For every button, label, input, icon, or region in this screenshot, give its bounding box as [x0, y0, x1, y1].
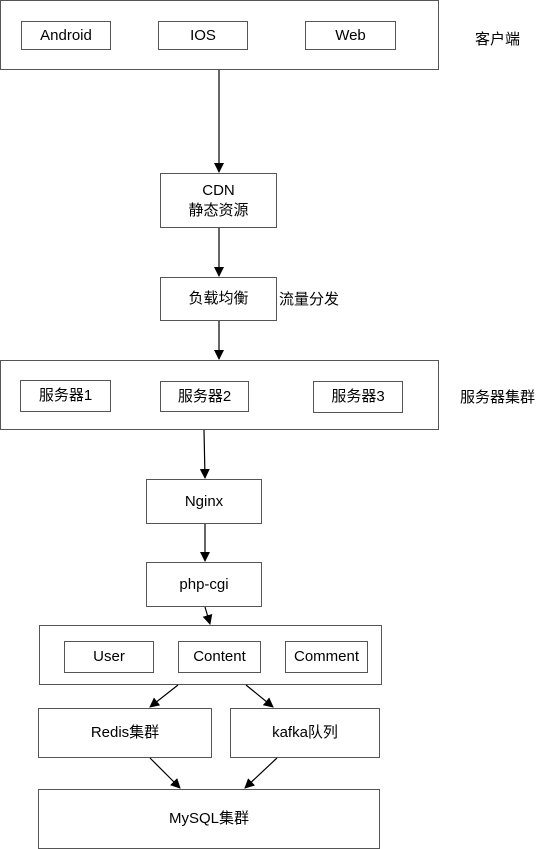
cdn-line2: 静态资源: [188, 201, 249, 219]
node-server-1: 服务器1: [20, 380, 111, 412]
node-content: Content: [178, 641, 261, 673]
node-user: User: [64, 641, 154, 673]
edge-kafka-mysql: [244, 757, 278, 789]
node-android: Android: [21, 21, 111, 50]
cdn-line1: CDN: [202, 181, 235, 199]
edge-servers-nginx: [199, 429, 210, 479]
edge-modules-kafka: [245, 684, 274, 708]
node-load-balancer: 负载均衡: [160, 277, 277, 321]
node-php-cgi: php-cgi: [146, 562, 262, 607]
node-nginx: Nginx: [146, 479, 262, 524]
node-kafka: kafka队列: [230, 708, 380, 758]
lb-note: 流量分发: [279, 291, 340, 308]
node-ios: IOS: [158, 21, 248, 50]
node-redis: Redis集群: [38, 708, 212, 758]
edge-phpcgi-modules: [202, 606, 213, 625]
client-label: 客户端: [475, 31, 521, 48]
node-server-2: 服务器2: [160, 381, 249, 412]
edge-redis-mysql: [149, 757, 181, 789]
node-cdn: CDN 静态资源: [160, 173, 277, 228]
node-comment: Comment: [285, 641, 368, 673]
node-web: Web: [305, 21, 396, 50]
server-label: 服务器集群: [460, 389, 536, 406]
edge-modules-redis: [149, 684, 179, 708]
node-server-3: 服务器3: [313, 381, 403, 413]
